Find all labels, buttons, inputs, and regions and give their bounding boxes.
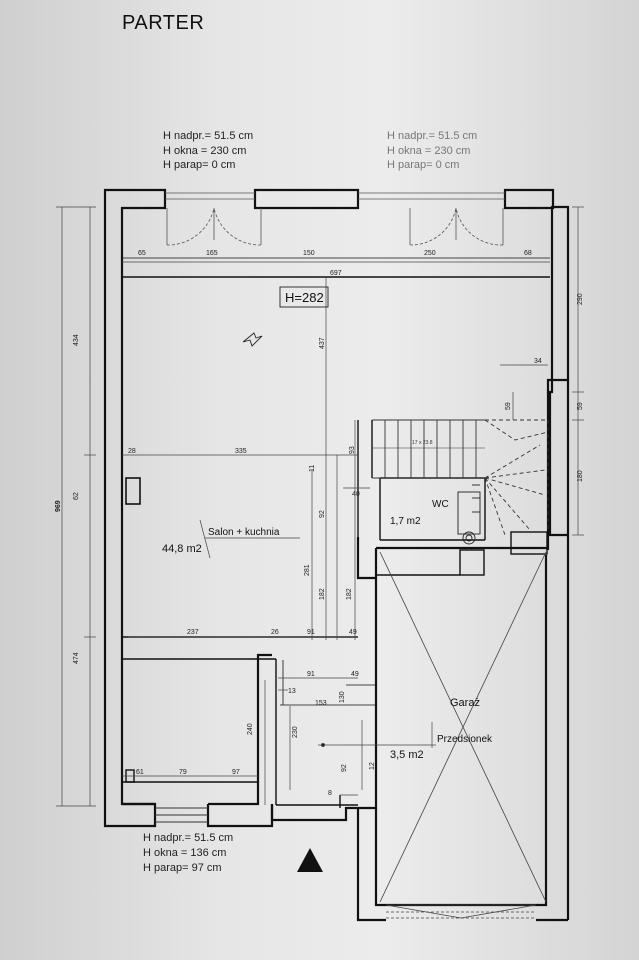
dim-11: 11	[309, 465, 316, 472]
dim-237: 237	[187, 629, 199, 636]
dim-8: 8	[328, 790, 332, 797]
dim-59-right: 59	[577, 402, 584, 410]
dim-34: 34	[534, 358, 542, 365]
room-area-hall: 3,5 m2	[390, 749, 424, 761]
spec-line: H nadpr.= 51.5 cm	[143, 832, 234, 844]
dim-12: 12	[369, 762, 376, 770]
dim-250: 250	[424, 250, 436, 257]
spec-line: H parap= 0 cm	[387, 159, 460, 171]
ceiling-marker-icon	[242, 332, 263, 347]
dim-969: 969	[55, 500, 62, 512]
dim-437: 437	[319, 337, 326, 349]
room-area-salon: 44,8 m2	[162, 543, 202, 555]
spec-line: H okna = 230 cm	[163, 144, 247, 157]
room-area-wc: 1,7 m2	[390, 516, 421, 527]
room-label-wc: WC	[432, 499, 449, 510]
dim-182-a: 182	[319, 588, 326, 600]
dim-697: 697	[330, 270, 342, 277]
dim-240: 240	[247, 723, 254, 735]
dim-97: 97	[232, 769, 240, 776]
dim-182-b: 182	[346, 588, 353, 600]
stairs-label: 17 x 23.8	[412, 440, 433, 446]
spec-line: H parap= 97 cm	[143, 862, 222, 874]
dim-65: 65	[138, 250, 146, 257]
height-label-box	[279, 286, 329, 308]
interior-lines	[122, 257, 550, 808]
dim-91: 91	[307, 629, 315, 636]
dim-13: 13	[288, 688, 296, 695]
dim-28: 28	[128, 448, 136, 455]
room-label-garage: Garaż	[450, 697, 480, 709]
spec-line: H nadpr.= 51.5 cm	[387, 130, 478, 142]
dim-92-a: 92	[319, 510, 326, 518]
spec-line: H okna = 230 cm	[387, 144, 471, 157]
window-spec-top-right: H nadpr.= 51.5 cm H okna = 230 cm H para…	[387, 129, 477, 173]
dim-335: 335	[235, 448, 247, 455]
dim-290: 290	[577, 293, 584, 305]
dim-281: 281	[304, 564, 311, 576]
dim-61: 61	[136, 769, 144, 776]
stairs	[372, 419, 549, 536]
room-label-salon: Salon + kuchnia	[208, 527, 280, 538]
dim-474: 474	[73, 652, 80, 664]
dim-180: 180	[577, 470, 584, 482]
spec-line: H nadpr.= 51.5 cm	[163, 130, 254, 142]
dim-230: 230	[292, 726, 299, 738]
dimension-labels: 65 165 150 250 68 697 437 28 335 290 59 …	[55, 250, 584, 797]
dim-150: 150	[303, 250, 315, 257]
dim-59: 59	[505, 402, 512, 410]
dim-hall-49: 49	[351, 671, 359, 678]
spec-line: H parap= 0 cm	[163, 159, 236, 171]
top-windows	[165, 192, 505, 246]
north-arrow-icon	[297, 848, 323, 872]
dim-165: 165	[206, 250, 218, 257]
garage-cross	[379, 551, 547, 919]
page-title: PARTER	[122, 12, 205, 34]
dim-130: 130	[339, 691, 346, 703]
dim-434: 434	[73, 334, 80, 346]
window-spec-top-left: H nadpr.= 51.5 cm H okna = 230 cm H para…	[163, 129, 253, 173]
dim-79: 79	[179, 769, 187, 776]
dim-62: 62	[73, 492, 80, 500]
dim-26: 26	[271, 629, 279, 636]
wc-fixtures	[457, 484, 481, 545]
dim-68: 68	[524, 250, 532, 257]
dimension-lines	[56, 206, 584, 807]
window-spec-bottom: H nadpr.= 51.5 cm H okna = 136 cm H para…	[143, 831, 233, 876]
bottom-window	[155, 807, 208, 823]
height-label: H=282	[285, 290, 324, 305]
dim-hall-91: 91	[307, 671, 315, 678]
room-label-hall: Przedsionek	[437, 734, 493, 745]
dim-92-b: 92	[341, 764, 348, 772]
spec-line: H okna = 136 cm	[143, 847, 227, 859]
dim-153: 153	[315, 700, 327, 707]
dim-40: 40	[352, 491, 360, 498]
walls	[103, 188, 570, 922]
dim-49: 49	[349, 629, 357, 636]
dim-93: 93	[349, 446, 356, 454]
